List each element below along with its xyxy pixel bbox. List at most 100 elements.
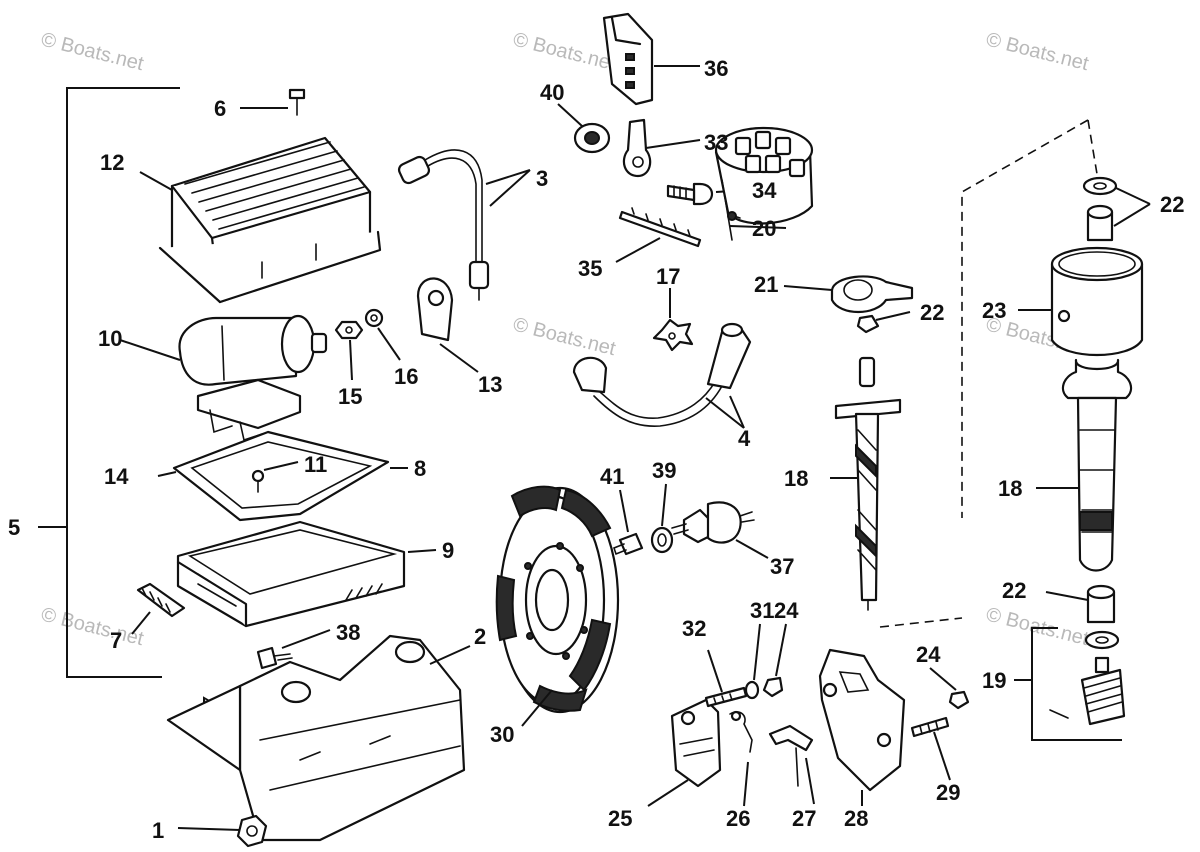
screw-6: [288, 88, 306, 116]
callout-25: 25: [608, 806, 632, 831]
watermark: © Boats.net: [984, 604, 1091, 651]
callout-2: 2: [474, 624, 486, 649]
watermark: © Boats.net: [39, 604, 146, 651]
leader-7: [131, 611, 151, 635]
leader-22-b: [1113, 187, 1151, 227]
callout-40: 40: [540, 80, 564, 105]
leader-37: [735, 539, 769, 559]
callout-22-top: 22: [1160, 192, 1184, 217]
stud-32: [704, 686, 748, 708]
screw-38: [256, 646, 293, 670]
leader-13: [439, 343, 479, 373]
nut-24-left: [762, 676, 784, 698]
leader-20: [729, 225, 787, 229]
distributor-housing-23: [1050, 246, 1144, 572]
callout-19: 19: [982, 668, 1006, 693]
gear-group-bracket: [1014, 627, 1122, 741]
distributor-shaft-18: [834, 356, 902, 611]
callout-20: 20: [752, 216, 776, 241]
callout-28: 28: [844, 806, 868, 831]
leader-11: [263, 461, 299, 471]
leader-40: [557, 103, 583, 127]
leader-27: [805, 757, 815, 805]
gear-19: [1049, 630, 1126, 726]
leader-31: [753, 623, 761, 681]
callout-4: 4: [738, 426, 751, 451]
callout-labels: 1 2 3 4 5 6 7 8 9 10 11 12 13 14 15 16 1…: [8, 56, 1184, 843]
mounting-bracket-2: [166, 634, 466, 842]
coil-bracket: [196, 378, 302, 442]
callout-1: 1: [152, 818, 164, 843]
callout-41: 41: [600, 464, 624, 489]
screw-34: [666, 182, 714, 206]
callout-27: 27: [792, 806, 816, 831]
pickup-25: [670, 698, 722, 788]
callout-17: 17: [656, 264, 680, 289]
callout-5: 5: [8, 515, 20, 540]
callout-21: 21: [754, 272, 778, 297]
fitting-41: [613, 532, 644, 556]
bushing-22: [1086, 204, 1114, 242]
leader-1: [177, 827, 241, 831]
callout-18-shaft: 18: [784, 466, 808, 491]
link-27: [768, 724, 814, 787]
leader-15: [349, 339, 353, 381]
leader-32: [707, 649, 723, 693]
stud-29: [910, 716, 950, 738]
callout-6: 6: [214, 96, 226, 121]
washer-17: [652, 318, 694, 352]
callout-22-lower: 22: [1002, 578, 1026, 603]
leader-30: [521, 689, 553, 727]
callout-7: 7: [110, 628, 122, 653]
callout-8: 8: [414, 456, 426, 481]
bushing-22-lower: [1086, 584, 1116, 624]
distributor-group-outline: [1087, 119, 1099, 181]
coil-lead-3: [397, 149, 490, 301]
leader-29: [933, 731, 951, 781]
rotor-21: [830, 275, 914, 313]
ignition-module-12: [158, 136, 382, 304]
callout-9: 9: [442, 538, 454, 563]
callout-35: 35: [578, 256, 602, 281]
leader-21: [783, 285, 833, 291]
leader-10: [119, 339, 181, 361]
nut-24-right: [948, 690, 970, 710]
callout-32: 32: [682, 616, 706, 641]
clip-7: [136, 582, 186, 618]
watermark: © Boats.net: [511, 314, 618, 361]
callout-30: 30: [490, 722, 514, 747]
callout-37: 37: [770, 554, 794, 579]
leader-24-b: [929, 667, 957, 691]
callout-3: 3: [536, 166, 548, 191]
boot-13: [416, 277, 454, 342]
callout-38: 38: [336, 620, 360, 645]
terminal-strip-35: [618, 207, 702, 248]
leader-35: [615, 237, 661, 263]
washer-39: [650, 526, 674, 554]
callout-39: 39: [652, 458, 676, 483]
terminal-33: [622, 118, 652, 178]
gasket-8: [172, 430, 390, 522]
watermark: © Boats.net: [984, 29, 1091, 76]
assembly-bracket: [66, 87, 180, 678]
leader-25: [647, 779, 689, 807]
connector-36: [602, 12, 654, 106]
callout-34: 34: [752, 178, 777, 203]
ignition-coil-10: [178, 314, 328, 386]
screw-11: [251, 469, 265, 493]
distributor-cap-20: [714, 126, 814, 241]
grommet-40: [573, 122, 611, 154]
watermark: © Boats.net: [39, 29, 146, 76]
callout-16: 16: [394, 364, 418, 389]
nut-22: [856, 314, 880, 334]
leader-26: [743, 761, 749, 807]
callout-10: 10: [98, 326, 122, 351]
washer-22: [1082, 176, 1118, 196]
nut-1: [236, 814, 268, 848]
leader-24-a: [775, 623, 787, 677]
leader-3: [485, 169, 531, 207]
leader-33: [645, 139, 701, 149]
callout-23: 23: [982, 298, 1006, 323]
